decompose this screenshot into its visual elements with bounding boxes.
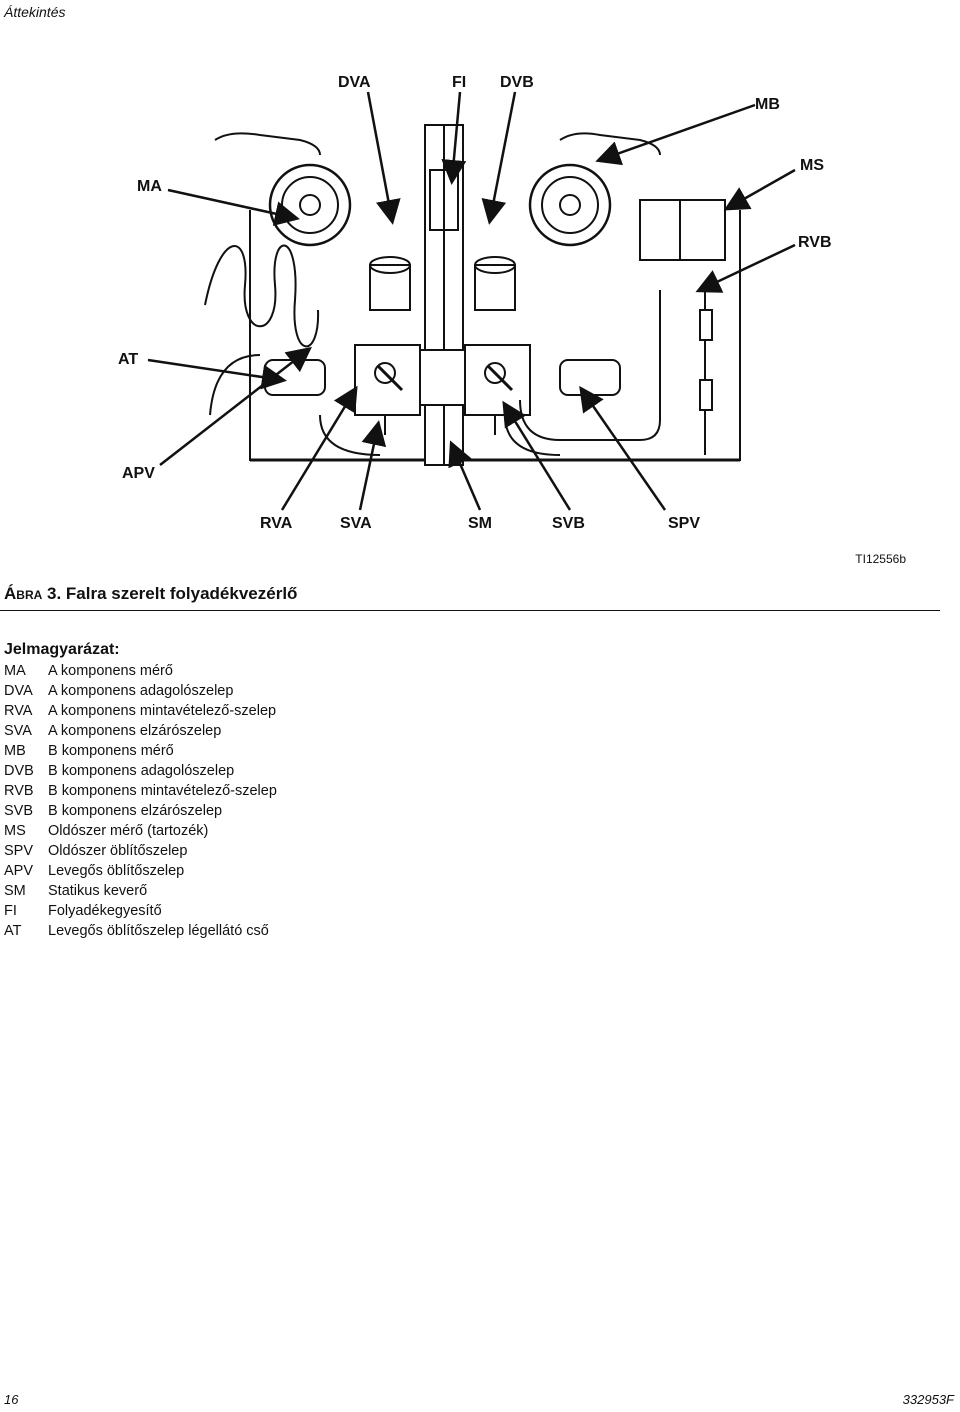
callout-ma: MA (137, 178, 162, 195)
legend-desc: A komponens mintavételező-szelep (48, 703, 277, 719)
caption-divider (0, 610, 940, 611)
figure-caption: Ábra 3. Falra szerelt folyadékvezérlő (4, 584, 297, 604)
legend-code: MA (4, 663, 26, 679)
legend-row: RVB B komponens mintavételező-szelep (4, 781, 277, 801)
legend-desc: Statikus keverő (48, 883, 148, 899)
legend-row: SPV Oldószer öblítőszelep (4, 841, 277, 861)
legend: Jelmagyarázat: MA A komponens mérő DVA A k… (4, 641, 277, 941)
legend-desc: Levegős öblítőszelep légellátó cső (48, 923, 269, 939)
legend-code: MS (4, 823, 26, 839)
legend-desc: Levegős öblítőszelep (48, 863, 185, 879)
figure-id: TI12556b (855, 552, 906, 566)
page-number: 16 (4, 1392, 19, 1407)
legend-code: AT (4, 923, 22, 939)
callout-svb: SVB (552, 515, 585, 532)
callout-rvb: RVB (798, 234, 832, 251)
legend-desc: B komponens mintavételező-szelep (48, 783, 277, 799)
legend-code: RVA (4, 703, 33, 719)
figure-caption-text: Falra szerelt folyadékvezérlő (65, 584, 298, 603)
legend-desc: A komponens mérő (48, 663, 173, 679)
figure-caption-prefix: Ábra 3. (4, 584, 62, 603)
legend-row: MS Oldószer mérő (tartozék) (4, 821, 277, 841)
legend-code: SVB (4, 803, 34, 819)
legend-desc: B komponens mérő (48, 743, 174, 759)
legend-row: MA A komponens mérő (4, 661, 277, 681)
legend-desc: Oldószer mérő (tartozék) (48, 823, 209, 839)
callout-at: AT (118, 351, 139, 368)
callout-apv: APV (122, 465, 155, 482)
legend-code: RVB (4, 783, 34, 799)
legend-row: APV Levegős öblítőszelep (4, 861, 277, 881)
callout-dvb: DVB (500, 74, 534, 91)
legend-row: SVA A komponens elzárószelep (4, 721, 277, 741)
legend-title: Jelmagyarázat: (4, 641, 120, 658)
callout-dva: DVA (338, 74, 371, 91)
legend-desc: Oldószer öblítőszelep (48, 843, 188, 859)
legend-row: MB B komponens mérő (4, 741, 277, 761)
legend-row: AT Levegős öblítőszelep légellátó cső (4, 921, 277, 941)
legend-desc: Folyadékegyesítő (48, 903, 162, 919)
legend-desc: A komponens elzárószelep (48, 723, 222, 739)
equipment-illustration (147, 91, 796, 511)
callout-spv: SPV (668, 515, 701, 532)
legend-row: SM Statikus keverő (4, 881, 277, 901)
figure-wall-mounted-fluid-controller: DVA FI DVB MB MA MS RVB AT APV RVA SVA S… (0, 60, 960, 580)
callout-fi: FI (452, 74, 467, 91)
callout-ms: MS (800, 157, 824, 174)
legend-code: FI (4, 903, 17, 919)
legend-row: FI Folyadékegyesítő (4, 901, 277, 921)
page-header-section: Áttekintés (4, 4, 66, 20)
legend-row: SVB B komponens elzárószelep (4, 801, 277, 821)
document-number: 332953F (902, 1392, 954, 1407)
legend-code: APV (4, 863, 34, 879)
legend-desc: A komponens adagolószelep (48, 683, 234, 699)
legend-code: SPV (4, 843, 34, 859)
legend-code: SM (4, 883, 26, 899)
callout-rva: RVA (260, 515, 293, 532)
callout-mb: MB (755, 96, 780, 113)
legend-desc: B komponens adagolószelep (48, 763, 235, 779)
legend-row: DVA A komponens adagolószelep (4, 681, 277, 701)
legend-desc: B komponens elzárószelep (48, 803, 223, 819)
callout-sva: SVA (340, 515, 372, 532)
legend-code: DVA (4, 683, 33, 699)
legend-row: RVA A komponens mintavételező-szelep (4, 701, 277, 721)
legend-code: SVA (4, 723, 32, 739)
callout-sm: SM (468, 515, 492, 532)
legend-code: DVB (4, 763, 34, 779)
legend-code: MB (4, 743, 26, 759)
legend-row: DVB B komponens adagolószelep (4, 761, 277, 781)
